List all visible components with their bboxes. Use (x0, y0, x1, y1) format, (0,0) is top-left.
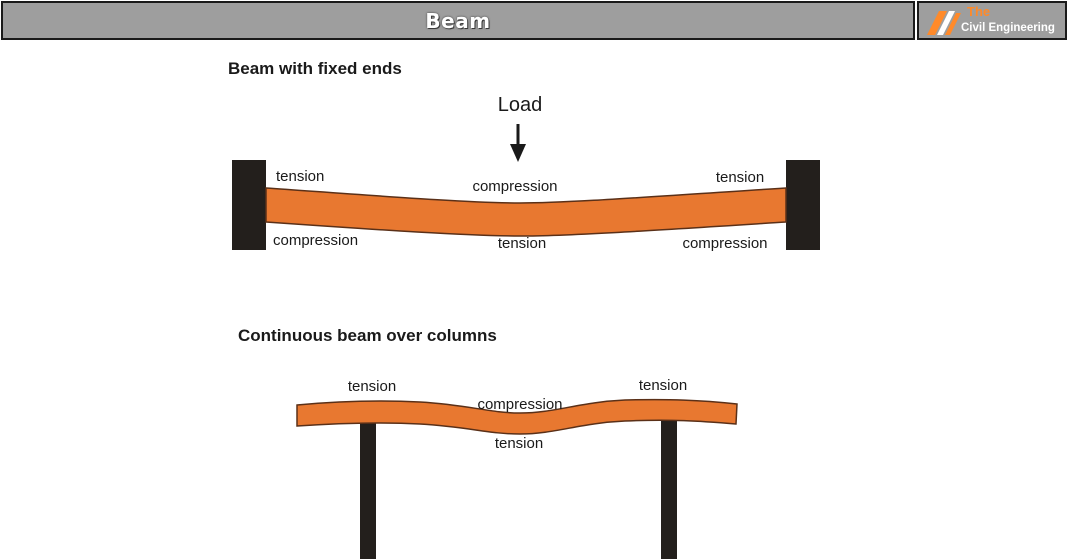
load-label: Load (498, 94, 543, 116)
logo-text-name: Civil Engineering (961, 22, 1055, 34)
logo: The Civil Engineering (917, 1, 1067, 40)
continuous-beam (296, 398, 738, 435)
fixed-beam-heading: Beam with fixed ends (228, 59, 402, 78)
label-compression-top-middle-continuous: compression (477, 396, 562, 413)
label-compression-top-middle: compression (472, 178, 557, 195)
label-compression-bottom-left: compression (273, 232, 358, 249)
striped-logo-icon (927, 11, 961, 35)
load-arrow-icon (510, 124, 526, 162)
label-tension-bottom-middle: tension (498, 235, 546, 252)
title-bar: Beam (1, 1, 915, 40)
label-compression-bottom-right: compression (682, 235, 767, 252)
left-fixed-support (232, 160, 266, 250)
fixed-beam (265, 187, 787, 237)
left-column (360, 416, 376, 559)
logo-text-the: The (967, 4, 991, 19)
label-tension-top-right: tension (716, 169, 764, 186)
right-fixed-support (786, 160, 820, 250)
right-column (661, 416, 677, 559)
label-tension-top-left-continuous: tension (348, 378, 396, 395)
continuous-beam-heading: Continuous beam over columns (238, 326, 497, 345)
label-tension-top-right-continuous: tension (639, 377, 687, 394)
label-tension-top-left: tension (276, 168, 324, 185)
label-tension-bottom-middle-continuous: tension (495, 435, 543, 452)
page-title: Beam (425, 8, 491, 33)
